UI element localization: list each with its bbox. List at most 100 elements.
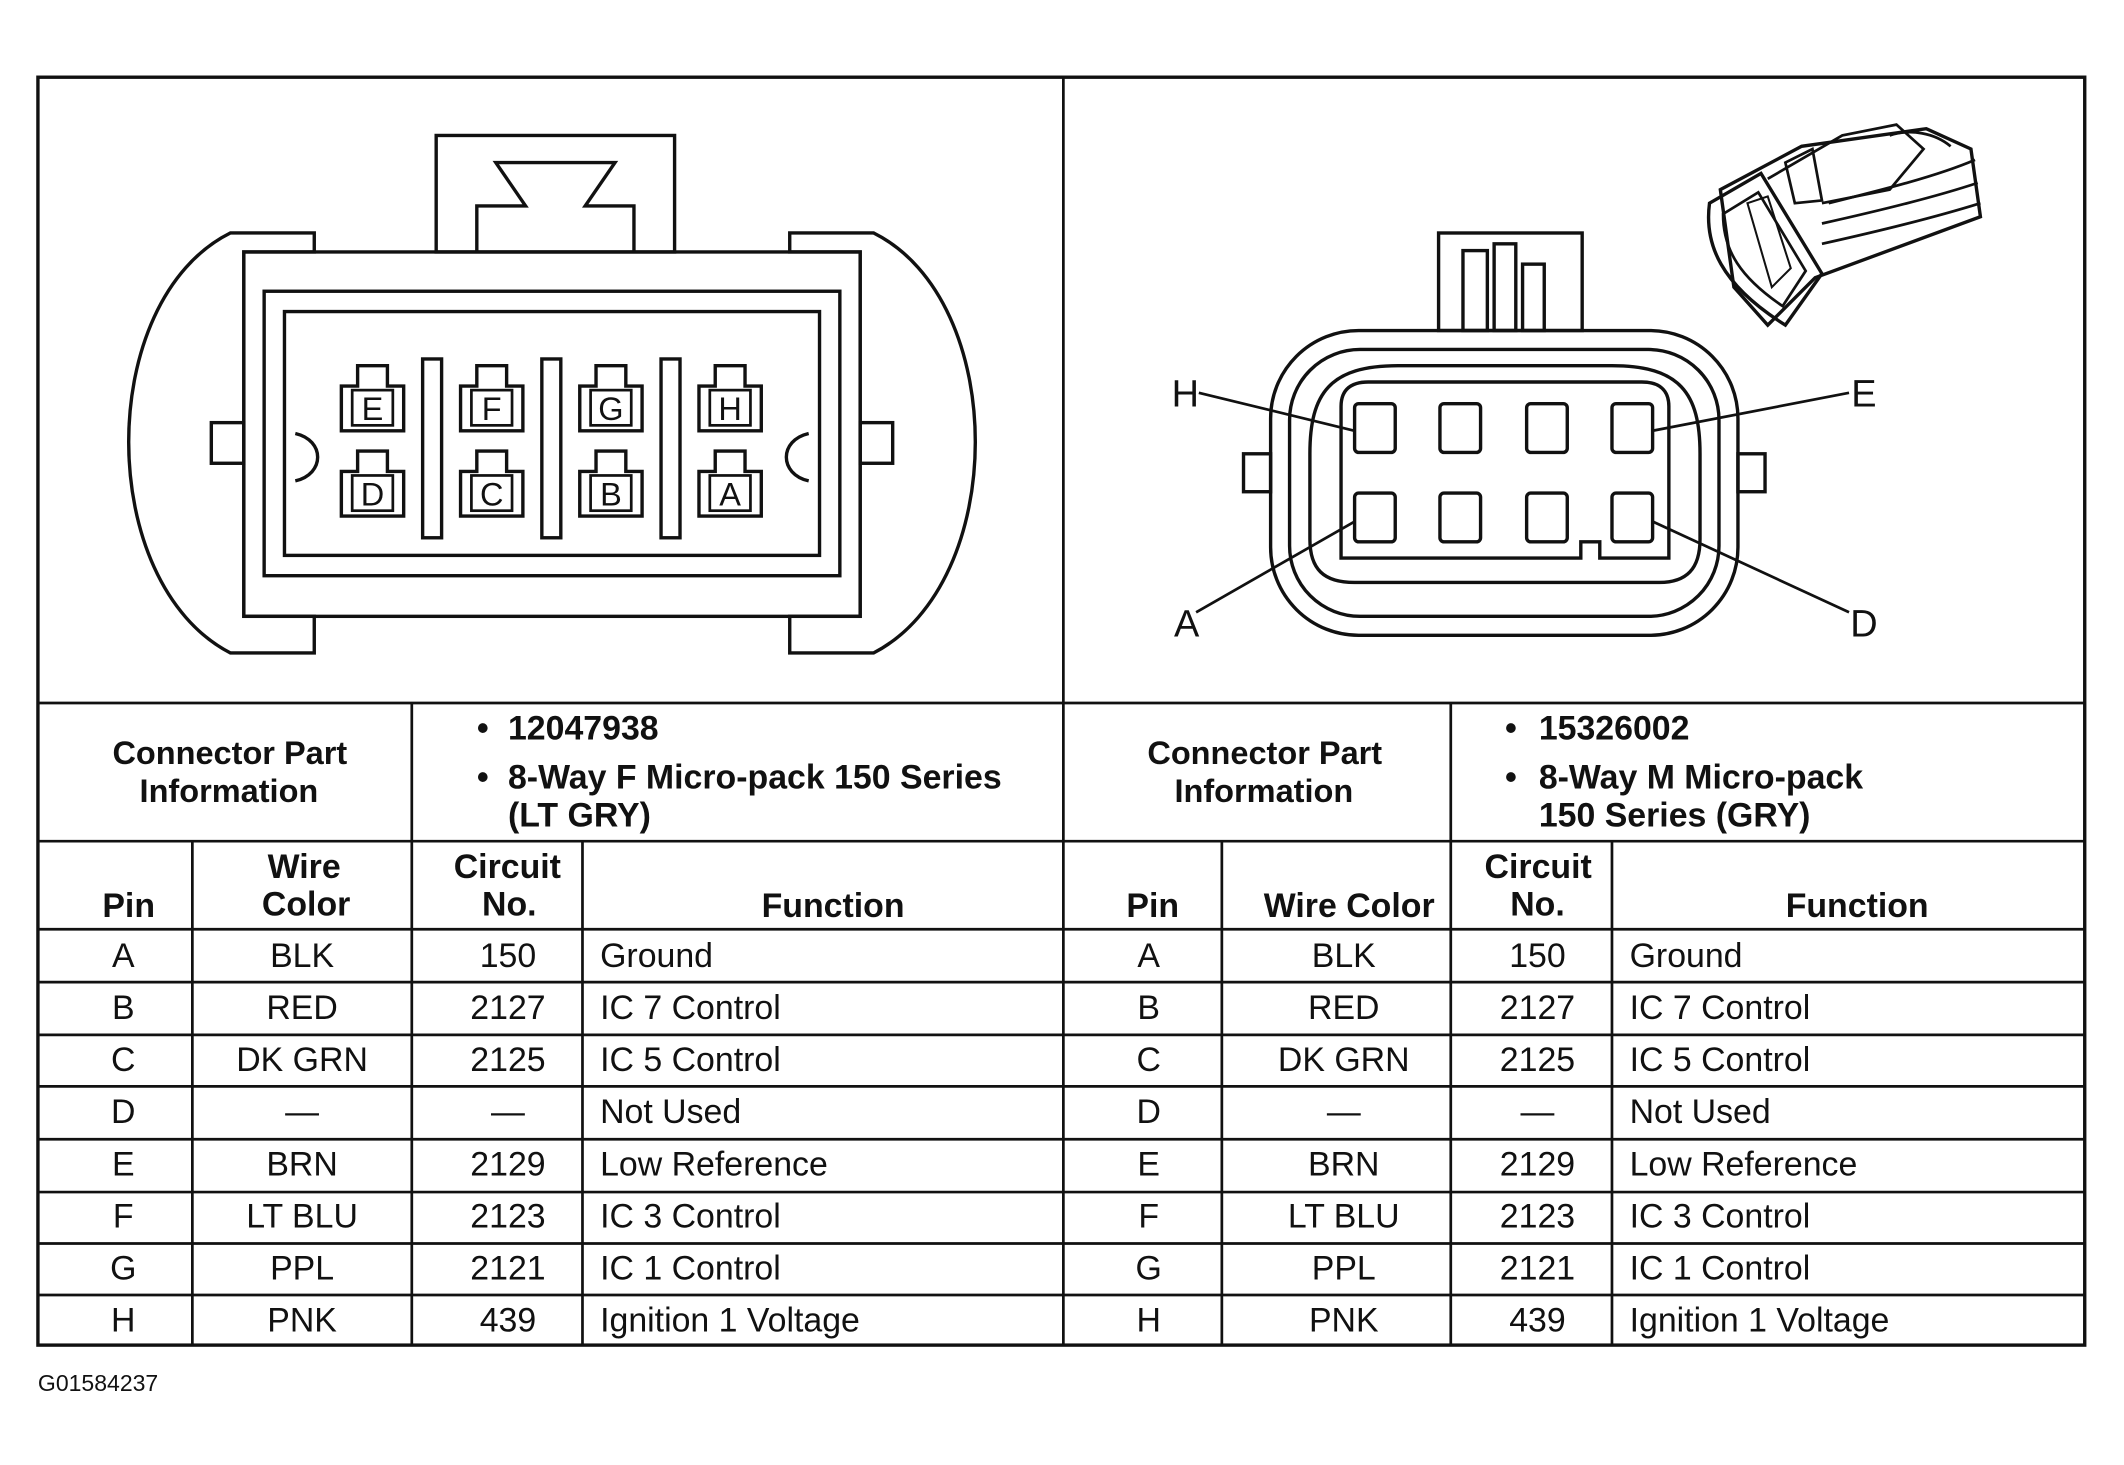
col-header-circuit-no: Circuit No.: [454, 848, 571, 924]
table-row: C DK GRN 2125 IC 5 Control: [111, 1041, 781, 1079]
cell-pin: B: [1137, 989, 1160, 1027]
cell-function: IC 3 Control: [1630, 1197, 1811, 1235]
cell-function: Low Reference: [1630, 1145, 1858, 1183]
cell-function: IC 7 Control: [1630, 989, 1811, 1027]
cell-wire-color: LT BLU: [246, 1197, 358, 1235]
cavity-label-c: C: [480, 476, 503, 512]
col-header-wire-color: Wire Color: [1264, 887, 1435, 925]
part-number: 15326002: [1539, 710, 1690, 748]
cell-circuit-no: 150: [480, 937, 537, 975]
cell-wire-color: BRN: [1308, 1145, 1379, 1183]
cell-pin: B: [112, 989, 135, 1027]
cell-wire-color: DK GRN: [236, 1041, 368, 1079]
table-row: E BRN 2129 Low Reference: [1137, 1145, 1857, 1183]
part-number-bullet: •: [477, 710, 489, 748]
connector-description: 8-Way M Micro-pack: [1539, 758, 1863, 796]
connector-color: (LT GRY): [508, 796, 651, 834]
cavity-label-e: E: [362, 391, 384, 427]
col-header-function: Function: [762, 887, 905, 925]
cell-function: IC 5 Control: [600, 1041, 781, 1079]
description-bullet: •: [1505, 758, 1517, 796]
cell-wire-color: —: [1327, 1093, 1361, 1131]
connector-color: 150 Series (GRY): [1539, 796, 1811, 834]
cell-function: IC 5 Control: [1630, 1041, 1811, 1079]
part-info-header-line1: Connector Part: [112, 735, 347, 771]
cavity-label-h: H: [718, 391, 741, 427]
callout-e: E: [1851, 373, 1876, 415]
col-header-no: No.: [1510, 886, 1565, 924]
part-info-header-line2: Information: [140, 773, 319, 809]
part-info-header: Connector Part Information: [112, 735, 356, 809]
right-pinout-table: Connector Part Information • 15326002 • …: [1063, 703, 2085, 1346]
cell-circuit-no: 2123: [470, 1197, 545, 1235]
cell-function: Ignition 1 Voltage: [600, 1301, 860, 1339]
table-row: D——Not Used: [111, 1093, 741, 1131]
cell-function: Ignition 1 Voltage: [1630, 1301, 1890, 1339]
callout-d: D: [1850, 604, 1877, 646]
col-header-function: Function: [1786, 887, 1929, 925]
cell-pin: G: [1136, 1249, 1162, 1287]
female-cavity-letters: E F G H D C B A: [350, 388, 752, 512]
col-header-pin: Pin: [102, 887, 155, 925]
cell-function: Not Used: [1630, 1093, 1771, 1131]
cell-circuit-no: 2125: [470, 1041, 545, 1079]
cell-pin: F: [1138, 1197, 1159, 1235]
cell-circuit-no: 2121: [1500, 1249, 1575, 1287]
cell-wire-color: PPL: [270, 1249, 334, 1287]
cell-pin: A: [112, 937, 135, 975]
cell-function: Low Reference: [600, 1145, 828, 1183]
cell-function: Ground: [1630, 937, 1743, 975]
col-header-no: No.: [482, 886, 537, 924]
male-connector-perspective-icon: [1706, 123, 1983, 328]
col-header-pin: Pin: [1126, 887, 1179, 925]
cell-pin: H: [111, 1301, 135, 1339]
cell-pin: C: [111, 1041, 135, 1079]
cell-circuit-no: 439: [1509, 1301, 1566, 1339]
cell-function: IC 1 Control: [600, 1249, 781, 1287]
col-header-wire: Wire: [268, 848, 341, 886]
col-header-circuit-no: Circuit No.: [1485, 848, 1602, 924]
cell-wire-color: PNK: [267, 1301, 337, 1339]
cell-function: Not Used: [600, 1093, 741, 1131]
callout-h: H: [1172, 373, 1199, 415]
cell-wire-color: PNK: [1309, 1301, 1379, 1339]
cell-circuit-no: 2129: [1500, 1145, 1575, 1183]
cell-function: IC 7 Control: [600, 989, 781, 1027]
cavity-label-g: G: [598, 391, 623, 427]
cell-wire-color: BLK: [270, 937, 334, 975]
part-info-header-line2: Information: [1174, 773, 1353, 809]
female-connector-illustration: [127, 133, 977, 655]
cell-wire-color: LT BLU: [1288, 1197, 1400, 1235]
description-bullet: •: [477, 758, 489, 796]
table-row: D——Not Used: [1136, 1093, 1770, 1131]
cavity-label-b: B: [600, 476, 622, 512]
male-pin-callouts: H E A D: [1172, 373, 1878, 645]
cell-circuit-no: 150: [1509, 937, 1566, 975]
callout-a: A: [1174, 604, 1200, 646]
figure-id: G01584237: [38, 1370, 158, 1396]
cell-wire-color: PPL: [1312, 1249, 1376, 1287]
cell-circuit-no: 2125: [1500, 1041, 1575, 1079]
cell-pin: C: [1136, 1041, 1160, 1079]
cell-pin: D: [111, 1093, 135, 1131]
cell-circuit-no: 2127: [470, 989, 545, 1027]
cell-pin: E: [1137, 1145, 1160, 1183]
part-number-bullet: •: [1505, 710, 1517, 748]
cell-function: IC 3 Control: [600, 1197, 781, 1235]
cavity-label-a: A: [719, 476, 741, 512]
cell-pin: G: [110, 1249, 136, 1287]
cell-pin: A: [1137, 937, 1160, 975]
col-header-color: Color: [262, 886, 350, 924]
